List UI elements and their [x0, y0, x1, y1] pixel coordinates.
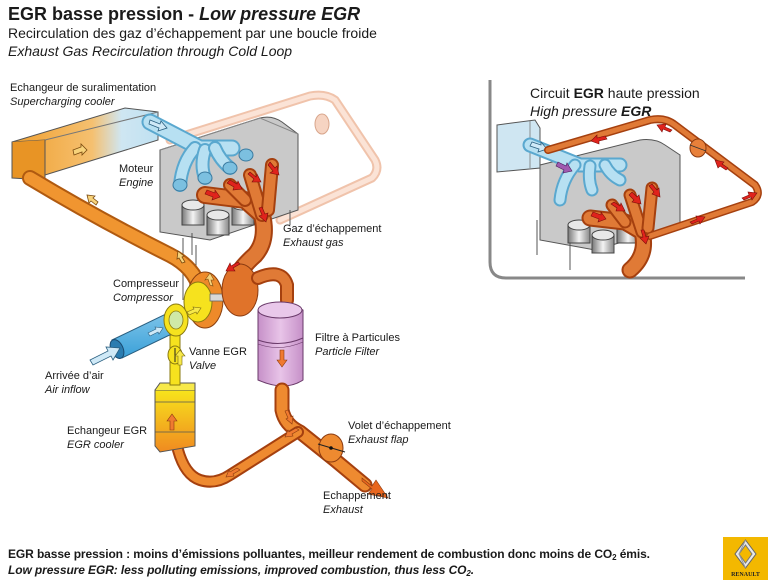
title-fr: EGR basse pression -: [8, 4, 200, 24]
footer-fr: EGR basse pression : moins d’émissions p…: [8, 547, 650, 562]
label-air-inflow: Arrivée d’air Air inflow: [45, 370, 104, 396]
particle-filter: [257, 301, 304, 387]
label-exhaust-gas: Gaz d’échappement Exhaust gas: [283, 223, 382, 249]
high-pressure-panel: [488, 80, 745, 280]
intake-flow-arrow: [148, 119, 168, 132]
intake-manifold: [141, 113, 241, 192]
renault-diamond-icon: [734, 539, 757, 569]
egr-valve: [167, 334, 186, 386]
air-inflow-arrow: [89, 346, 121, 366]
subtitle-en: Exhaust Gas Recirculation through Cold L…: [8, 43, 293, 59]
lp-egr-return-pipe: [170, 424, 304, 488]
label-supercharging-cooler: Echangeur de suralimentation Superchargi…: [10, 82, 157, 108]
exhaust-flap: [317, 433, 346, 463]
brand-name: RENAULT: [731, 572, 760, 578]
label-engine: Moteur Engine: [119, 163, 154, 189]
exhaust-flow-arrows: [204, 161, 280, 223]
compressed-air-pipe: [22, 170, 208, 298]
label-egr-valve: Vanne EGR Valve: [189, 346, 247, 372]
hp-flow-arrows: [590, 123, 758, 245]
title-en: Low pressure EGR: [199, 4, 361, 24]
renault-logo: RENAULT: [723, 537, 768, 580]
footer-en: Low pressure EGR: less polluting emissio…: [8, 563, 474, 578]
label-egr-cooler: Echangeur EGR EGR cooler: [67, 425, 148, 451]
page-title: EGR basse pression - Low pressure EGR: [8, 4, 360, 25]
hp-egr-inject-arrow: [555, 161, 573, 174]
supercharging-cooler: [11, 107, 159, 181]
egr-cooler: [154, 382, 196, 453]
hp-title-fr: Circuit EGR haute pression: [530, 85, 700, 101]
hp-title-en: High pressure EGR: [530, 103, 652, 119]
faded-hp-egr-valve: [314, 113, 330, 135]
hp-egr-loop: [544, 115, 762, 240]
hp-panel-title: Circuit EGR haute pression High pressure…: [530, 84, 700, 120]
label-exhaust: Echappement Exhaust: [323, 490, 391, 516]
turbine-housing: [221, 263, 259, 317]
label-exhaust-flap: Volet d’échappement Exhaust flap: [348, 420, 451, 446]
air-inlet-pipe: [109, 303, 189, 359]
label-compressor: Compresseur Compressor: [113, 278, 180, 304]
turbine-to-filter-pipe: [251, 267, 294, 307]
label-particle-filter: Filtre à Particules Particle Filter: [315, 332, 400, 358]
exhaust-outlet-arrow: [361, 477, 389, 499]
subtitle-fr: Recirculation des gaz d’échappement par …: [8, 25, 377, 41]
